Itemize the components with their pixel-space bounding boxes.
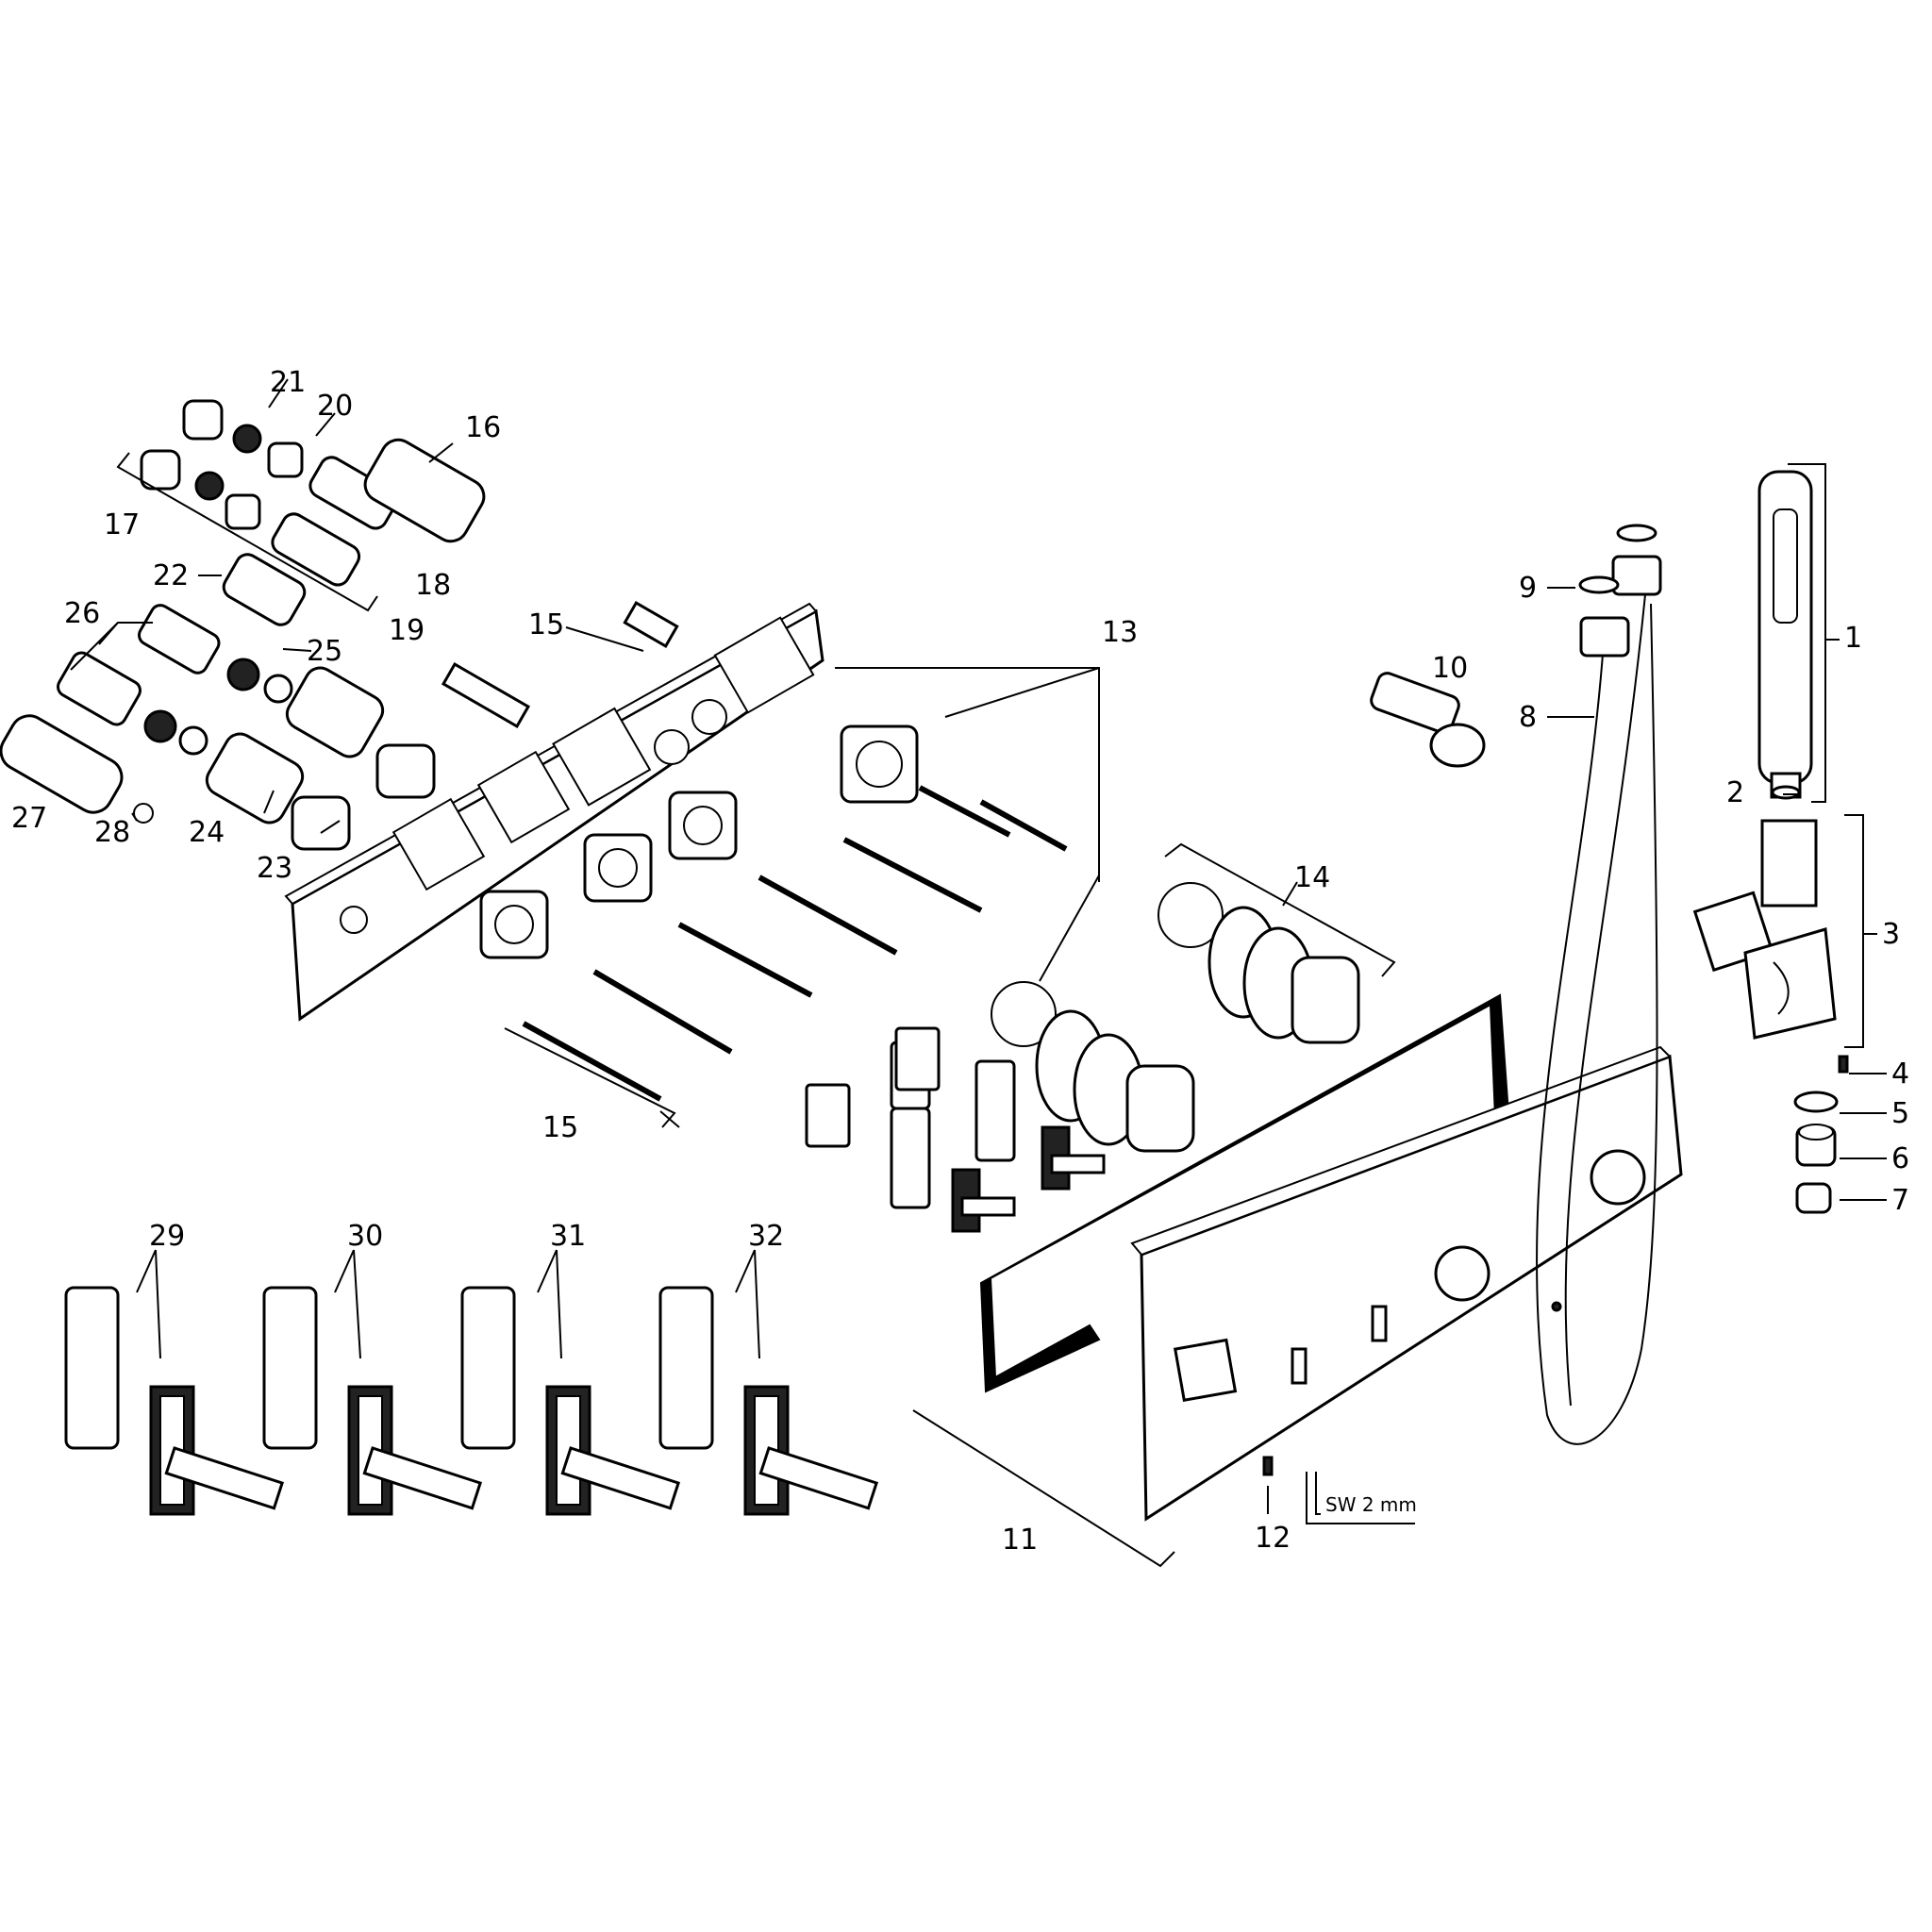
label-13: 13 bbox=[1102, 616, 1138, 649]
label-19: 19 bbox=[389, 614, 425, 647]
label-12: 12 bbox=[1255, 1522, 1291, 1555]
mounting-rail bbox=[284, 602, 824, 1022]
label-1: 1 bbox=[1844, 622, 1862, 655]
small-parts-right: SW 2 mm bbox=[1262, 1055, 1849, 1524]
part-labels: 1 2 3 4 5 6 7 8 9 10 11 12 13 14 15 15 1… bbox=[11, 366, 1909, 1557]
tool-label-sw: SW 2 mm bbox=[1325, 1493, 1417, 1516]
cover-plate bbox=[1130, 1045, 1683, 1522]
label-20: 20 bbox=[317, 390, 353, 423]
label-23: 23 bbox=[257, 852, 292, 885]
label-3: 3 bbox=[1882, 918, 1900, 951]
label-15-top: 15 bbox=[528, 608, 564, 641]
label-10: 10 bbox=[1432, 652, 1468, 685]
label-7: 7 bbox=[1891, 1184, 1909, 1217]
label-18: 18 bbox=[415, 569, 451, 602]
label-14: 14 bbox=[1294, 861, 1330, 894]
valve-cartridges bbox=[0, 399, 486, 851]
label-24: 24 bbox=[189, 816, 225, 849]
label-2: 2 bbox=[1726, 776, 1744, 809]
threaded-rods bbox=[522, 785, 1068, 1102]
knob-sets bbox=[991, 882, 1360, 1153]
label-31: 31 bbox=[550, 1220, 586, 1253]
label-11: 11 bbox=[1002, 1524, 1038, 1557]
hand-shower-1 bbox=[1757, 470, 1813, 800]
label-25: 25 bbox=[307, 635, 342, 668]
label-6: 6 bbox=[1891, 1142, 1909, 1175]
label-16: 16 bbox=[465, 411, 501, 444]
leader-lines bbox=[70, 378, 1887, 1568]
label-26: 26 bbox=[64, 597, 100, 630]
extension-pieces-15 bbox=[441, 601, 679, 728]
label-29: 29 bbox=[149, 1220, 185, 1253]
label-27: 27 bbox=[11, 802, 47, 835]
shower-hose bbox=[1535, 524, 1662, 1445]
label-28: 28 bbox=[94, 816, 130, 849]
label-30: 30 bbox=[347, 1220, 383, 1253]
label-21: 21 bbox=[270, 366, 306, 399]
label-22: 22 bbox=[153, 559, 189, 592]
label-4: 4 bbox=[1891, 1058, 1909, 1091]
small-levers bbox=[805, 1026, 1106, 1233]
lever-variants bbox=[64, 1286, 879, 1516]
label-32: 32 bbox=[748, 1220, 784, 1253]
shower-holder-3 bbox=[1692, 819, 1837, 1040]
mounting-brackets bbox=[479, 724, 919, 959]
wall-anchor-10 bbox=[1370, 672, 1486, 768]
label-9: 9 bbox=[1519, 572, 1537, 605]
label-15-bottom: 15 bbox=[542, 1111, 578, 1144]
label-5: 5 bbox=[1891, 1097, 1909, 1130]
label-8: 8 bbox=[1519, 701, 1537, 734]
label-17: 17 bbox=[104, 508, 140, 541]
